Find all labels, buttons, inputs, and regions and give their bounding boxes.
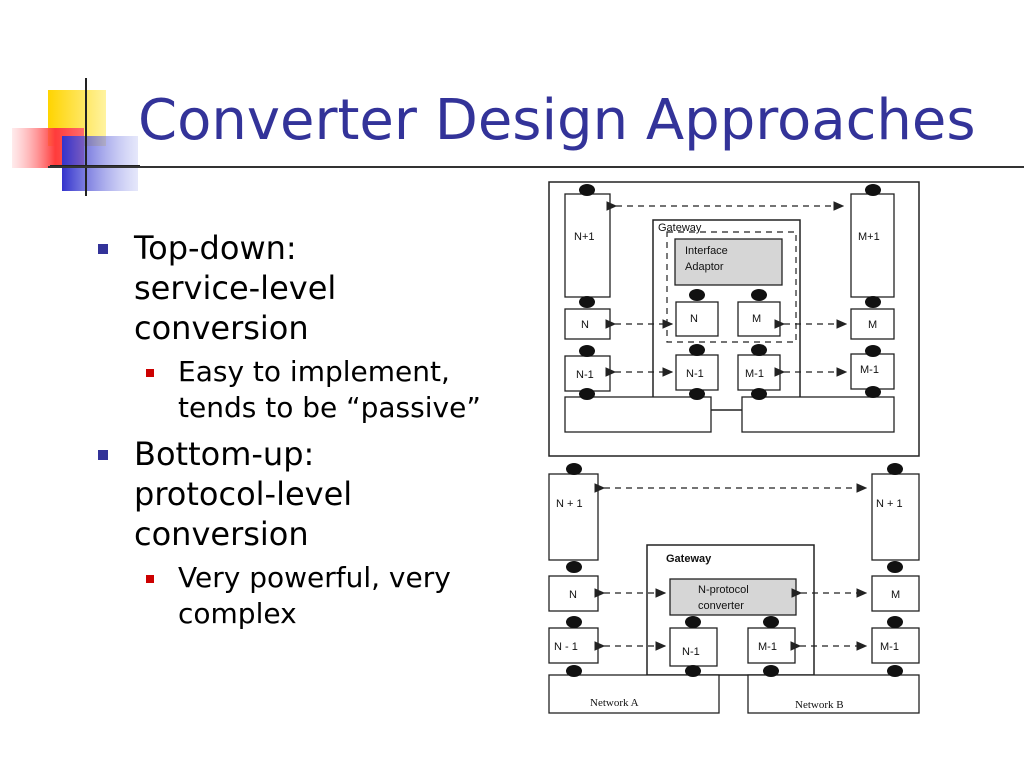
- layer-block: [737, 301, 781, 337]
- bullet-line: service-level: [134, 269, 337, 307]
- network-block: [741, 396, 895, 433]
- layer-label: N - 1: [554, 641, 578, 653]
- layer-label: M-1: [860, 364, 879, 376]
- bullet-line: Bottom-up:: [134, 435, 315, 473]
- layer-block: [747, 627, 796, 664]
- protocol-level-diagram: Gateway N-protocol converter N + 1 N N -…: [548, 463, 920, 714]
- converter-label-line: N-protocol: [698, 584, 749, 596]
- layer-block: [548, 473, 599, 561]
- bullet-list: Top-down: service-level conversion Easy …: [96, 228, 536, 640]
- subbullet-easy: Easy to implement, tends to be “passive”: [142, 354, 536, 426]
- layer-block: [548, 575, 599, 612]
- service-level-diagram: Gateway Interface Adaptor N+1 N N-1 M+1 …: [548, 181, 920, 457]
- layer-block: [871, 627, 920, 664]
- layer-block: [850, 308, 895, 340]
- layer-label: N + 1: [556, 498, 583, 510]
- layer-label: N-1: [576, 369, 594, 381]
- corner-logo: [0, 0, 150, 200]
- layer-block: [871, 473, 920, 561]
- layer-block: [564, 308, 611, 340]
- subbullet-line: complex: [178, 597, 297, 630]
- layer-label: M+1: [858, 231, 880, 243]
- title-divider: [48, 166, 1024, 168]
- outer-frame: [548, 181, 920, 457]
- layer-block: [850, 193, 895, 298]
- network-label: Network A: [590, 697, 639, 709]
- layer-label: M-1: [745, 368, 764, 380]
- gateway-box: [652, 219, 801, 411]
- bullet-line: conversion: [134, 515, 309, 553]
- network-block: [564, 396, 712, 433]
- layer-label: N: [569, 589, 577, 601]
- adaptor-dashed-region: [666, 231, 797, 343]
- adaptor-label-line: Adaptor: [685, 261, 724, 273]
- layer-label: N+1: [574, 231, 595, 243]
- slide-title: Converter Design Approaches: [138, 88, 976, 153]
- gateway-box: [646, 544, 815, 676]
- subbullet-square-icon: [146, 369, 154, 377]
- network-block: [747, 674, 920, 714]
- connector-dots: [566, 463, 903, 677]
- converter-diagram: Gateway Interface Adaptor N+1 N N-1 M+1 …: [540, 178, 932, 720]
- layer-label: M-1: [880, 641, 899, 653]
- connector-dots: [579, 184, 881, 400]
- bullet-bottom-up: Bottom-up: protocol-level conversion: [96, 434, 536, 554]
- gateway-label: Gateway: [666, 553, 712, 565]
- subbullet-line: Easy to implement,: [178, 355, 450, 388]
- bullet-line: Top-down:: [134, 229, 297, 267]
- layer-block: [850, 353, 895, 390]
- bullet-square-icon: [98, 450, 108, 460]
- layer-block: [737, 354, 781, 391]
- subbullet-line: Very powerful, very: [178, 561, 451, 594]
- layer-block: [669, 627, 718, 667]
- bullet-line: protocol-level: [134, 475, 353, 513]
- layer-label: M: [868, 319, 877, 331]
- layer-block: [871, 575, 920, 612]
- layer-block: [675, 301, 719, 337]
- layer-label: M-1: [758, 641, 777, 653]
- converter-label-line: converter: [698, 600, 744, 612]
- layer-label: M: [752, 313, 761, 325]
- bullet-top-down: Top-down: service-level conversion: [96, 228, 536, 348]
- layer-label: N: [581, 319, 589, 331]
- interface-adaptor-box: [674, 238, 783, 286]
- bullet-square-icon: [98, 244, 108, 254]
- network-label: Network B: [795, 699, 844, 711]
- layer-label: M: [891, 589, 900, 601]
- bullet-line: conversion: [134, 309, 309, 347]
- layer-block: [548, 627, 599, 664]
- layer-block: [564, 193, 611, 298]
- layer-label: N-1: [686, 368, 704, 380]
- gateway-label: Gateway: [658, 222, 702, 234]
- subbullet-powerful: Very powerful, very complex: [142, 560, 536, 632]
- adaptor-label-line: Interface: [685, 245, 728, 257]
- layer-label: N + 1: [876, 498, 903, 510]
- layer-label: N: [690, 313, 698, 325]
- layer-label: N-1: [682, 646, 700, 658]
- subbullet-square-icon: [146, 575, 154, 583]
- network-block: [548, 674, 720, 714]
- subbullet-line: tends to be “passive”: [178, 391, 481, 424]
